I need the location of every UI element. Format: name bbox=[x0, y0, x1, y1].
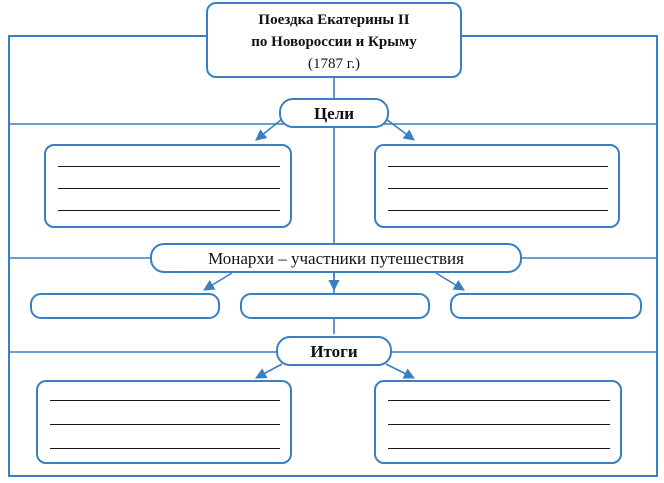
answer-line bbox=[50, 400, 280, 401]
answer-line bbox=[58, 188, 280, 189]
answer-line bbox=[388, 448, 610, 449]
goals-answer-box-right[interactable] bbox=[374, 144, 620, 228]
results-answer-box-left[interactable] bbox=[36, 380, 292, 464]
arrow-goals-left bbox=[255, 118, 283, 141]
arrow-goals-right bbox=[385, 118, 415, 141]
arrow-monarchs-right bbox=[435, 272, 465, 291]
answer-line bbox=[388, 166, 608, 167]
results-answer-box-right[interactable] bbox=[374, 380, 622, 464]
monarch-slot-1[interactable] bbox=[30, 293, 220, 319]
monarch-slot-3[interactable] bbox=[450, 293, 642, 319]
answer-line bbox=[58, 166, 280, 167]
answer-line bbox=[388, 210, 608, 211]
title-line1: Поездка Екатерины II bbox=[258, 12, 410, 28]
arrow-results-right bbox=[385, 363, 416, 379]
answer-line bbox=[58, 210, 280, 211]
arrow-monarchs-left bbox=[203, 272, 233, 291]
goals-answer-box-left[interactable] bbox=[44, 144, 292, 228]
answer-line bbox=[50, 448, 280, 449]
goals-label: Цели bbox=[279, 98, 389, 128]
answer-line bbox=[388, 188, 608, 189]
answer-line bbox=[50, 424, 280, 425]
title-box: Поездка Екатерины II по Новороссии и Кры… bbox=[206, 2, 462, 78]
results-label: Итоги bbox=[276, 336, 392, 366]
answer-line bbox=[388, 424, 610, 425]
answer-line bbox=[388, 400, 610, 401]
title-line2: по Новороссии и Крыму bbox=[251, 34, 417, 50]
monarchs-label: Монархи – участники путешествия bbox=[150, 243, 522, 273]
arrow-results-left bbox=[255, 363, 283, 379]
monarch-slot-2[interactable] bbox=[240, 293, 430, 319]
title-line3: (1787 г.) bbox=[308, 56, 360, 72]
